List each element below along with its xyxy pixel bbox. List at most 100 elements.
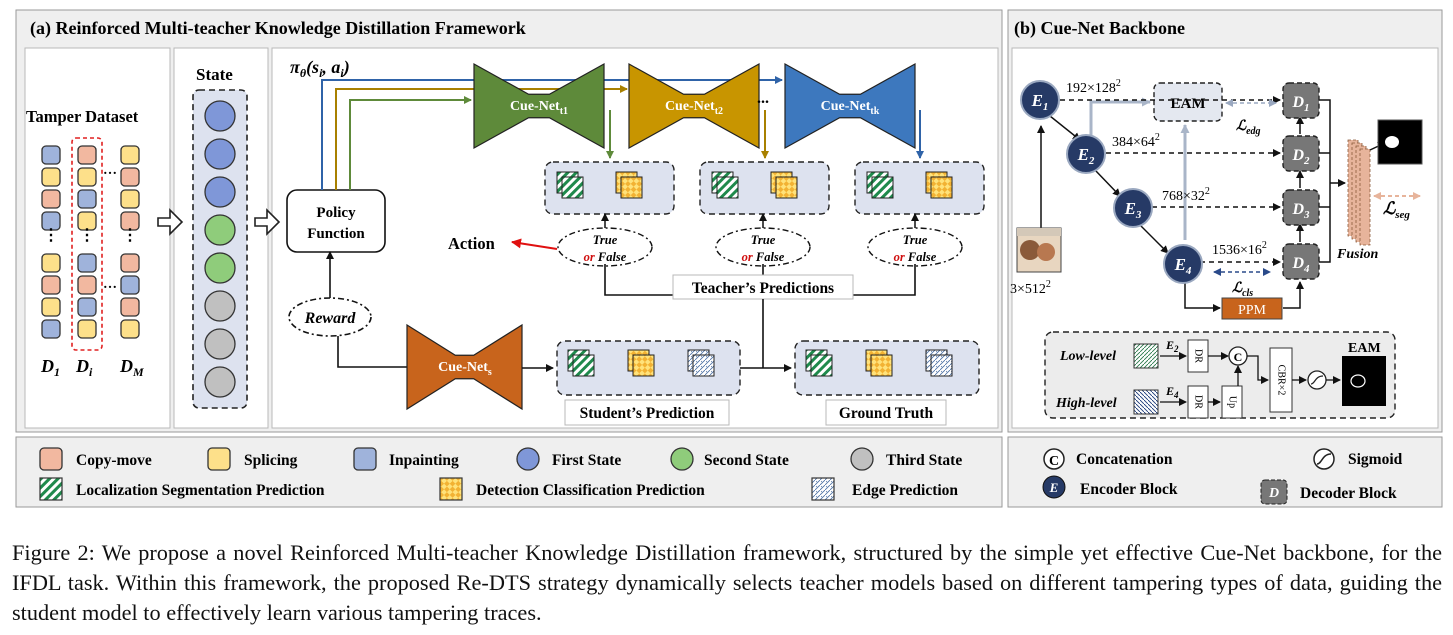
decoder-label-3: D3 <box>1291 201 1310 221</box>
teacher-seg-prediction <box>716 176 739 199</box>
ground-truth-label: Ground Truth <box>839 405 934 422</box>
dataset-square-splicing <box>41 167 61 187</box>
eam-dr-low-label: DR <box>1193 349 1204 363</box>
loss-edg: ℒedg <box>1236 119 1261 137</box>
legend-encoder-label: Encoder Block <box>1080 481 1178 498</box>
input-image-top <box>1017 228 1061 236</box>
encoder-block-2 <box>1066 134 1106 174</box>
legend-det-label: Detection Classification Prediction <box>476 482 705 499</box>
reward-label: Reward <box>304 310 357 327</box>
student-edge-prediction <box>692 354 715 377</box>
e3-e4-line <box>1139 224 1169 254</box>
legend-second-state-icon <box>670 447 694 471</box>
eam-edge-blob <box>1350 374 1366 388</box>
legend-splicing-label: Splicing <box>244 452 298 469</box>
action-label: Action <box>448 234 495 253</box>
eam-sigmoid-node <box>1307 370 1327 390</box>
feature-dim-3: 768×322 <box>1162 186 1210 204</box>
dataset-square-inpainting <box>41 145 61 165</box>
legend-copy-move-label: Copy-move <box>76 452 152 469</box>
eam-concat-to-cbr <box>1247 355 1269 384</box>
student-net: Cue-Nets <box>406 323 523 411</box>
eam-label: EAM <box>1171 96 1206 112</box>
state-circle-second-state <box>204 252 236 284</box>
di-highlight <box>71 137 103 351</box>
dataset-square-inpainting <box>77 297 97 317</box>
e4-to-ppm-line <box>1184 280 1221 312</box>
encoder-label-4: E4 <box>1174 255 1192 277</box>
legend-third-state-label: Third State <box>886 452 962 469</box>
legend-seg-label: Localization Segmentation Prediction <box>76 482 325 499</box>
legend-panel-left <box>15 436 1003 508</box>
encoder-block-1 <box>1020 80 1060 120</box>
encoder-label-2: E2 <box>1077 145 1095 167</box>
eam-cbr-label: CBR×2 <box>1276 365 1287 396</box>
dataset-square-copy-move <box>77 145 97 165</box>
dataset-square-splicing <box>41 253 61 273</box>
dataset-square-copy-move <box>120 297 140 317</box>
eam-high-level: High-level <box>1055 396 1117 411</box>
encoder-block-4 <box>1163 244 1203 284</box>
student-net-shape <box>406 323 523 411</box>
state-circle-first-state <box>204 176 236 208</box>
legend-inpainting-icon <box>353 447 377 471</box>
eam-high-feature <box>1133 389 1159 415</box>
legend-third-state-icon <box>850 447 874 471</box>
or-false-label: or False <box>742 250 785 264</box>
decoder-label-1: D1 <box>1291 94 1309 114</box>
dataset-square-splicing <box>77 319 97 339</box>
decoders-bus <box>1319 99 1331 263</box>
eam-low-level: Low-level <box>1059 349 1116 364</box>
dataset-square-splicing <box>120 145 140 165</box>
dataset-square-copy-move <box>41 189 61 209</box>
dataset-squares: ⋮⋮⋮…… <box>41 145 140 339</box>
policy-to-teacher-2-line <box>335 85 628 190</box>
eam-sigmoid-curve <box>1310 375 1324 385</box>
teacher-net-2-label: Cue-Nett2 <box>665 99 723 117</box>
feature-dim-2: 384×642 <box>1112 132 1160 150</box>
legend-sigmoid-icon <box>1313 448 1335 470</box>
label-di: Di <box>75 356 93 379</box>
student-to-reward-line <box>337 336 407 368</box>
gt-det <box>870 354 893 377</box>
dataset-vertical-ellipsis: ⋮ <box>43 227 59 244</box>
e2-to-eam-arrow <box>1089 97 1151 140</box>
segmentation-mask <box>1377 119 1423 165</box>
teacher-seg-prediction <box>561 176 584 199</box>
true-label: True <box>751 233 776 247</box>
legend-edge-label: Edge Prediction <box>852 482 958 499</box>
input-image-blob-2 <box>1037 243 1055 261</box>
dataset-square-copy-move <box>120 253 140 273</box>
legend-first-state-icon <box>516 447 540 471</box>
state-circles <box>204 100 236 398</box>
or-false-label: or False <box>584 250 627 264</box>
student-prediction-box <box>564 399 730 426</box>
dataset-pane <box>24 47 171 429</box>
label-dm: DM <box>119 356 144 379</box>
dataset-vertical-ellipsis: ⋮ <box>122 227 138 244</box>
legend-decoder-icon <box>1260 479 1288 505</box>
true-false-ellipse-3 <box>867 227 963 267</box>
ppm-to-d4-line <box>1283 281 1304 309</box>
legend-det-icon <box>439 477 463 501</box>
teacher-predictions-label: Teacher’s Predictions <box>692 280 834 297</box>
decoder-label-2: D2 <box>1291 147 1310 167</box>
dataset-square-inpainting <box>41 211 61 231</box>
dataset-title: Tamper Dataset <box>26 107 139 126</box>
state-circle-third-state <box>204 366 236 398</box>
action-arrow <box>511 238 558 250</box>
legend-concat-symbol: C <box>1049 454 1059 469</box>
framework-title: (a) Reinforced Multi-teacher Knowledge D… <box>30 18 526 39</box>
student-det-prediction <box>632 354 655 377</box>
policy-line2: Function <box>307 226 365 242</box>
dataset-vertical-ellipsis: ⋮ <box>79 227 95 244</box>
input-dim: 3×5122 <box>1010 279 1051 297</box>
teacher-net-1-label: Cue-Nett1 <box>510 99 568 117</box>
prediction-groups <box>544 161 985 396</box>
ground-truth-box <box>825 399 947 426</box>
feature-dim-1: 192×1282 <box>1066 78 1121 96</box>
legend-second-state-label: Second State <box>704 452 789 469</box>
dataset-square-inpainting <box>77 189 97 209</box>
teacher-net-3 <box>784 62 916 150</box>
